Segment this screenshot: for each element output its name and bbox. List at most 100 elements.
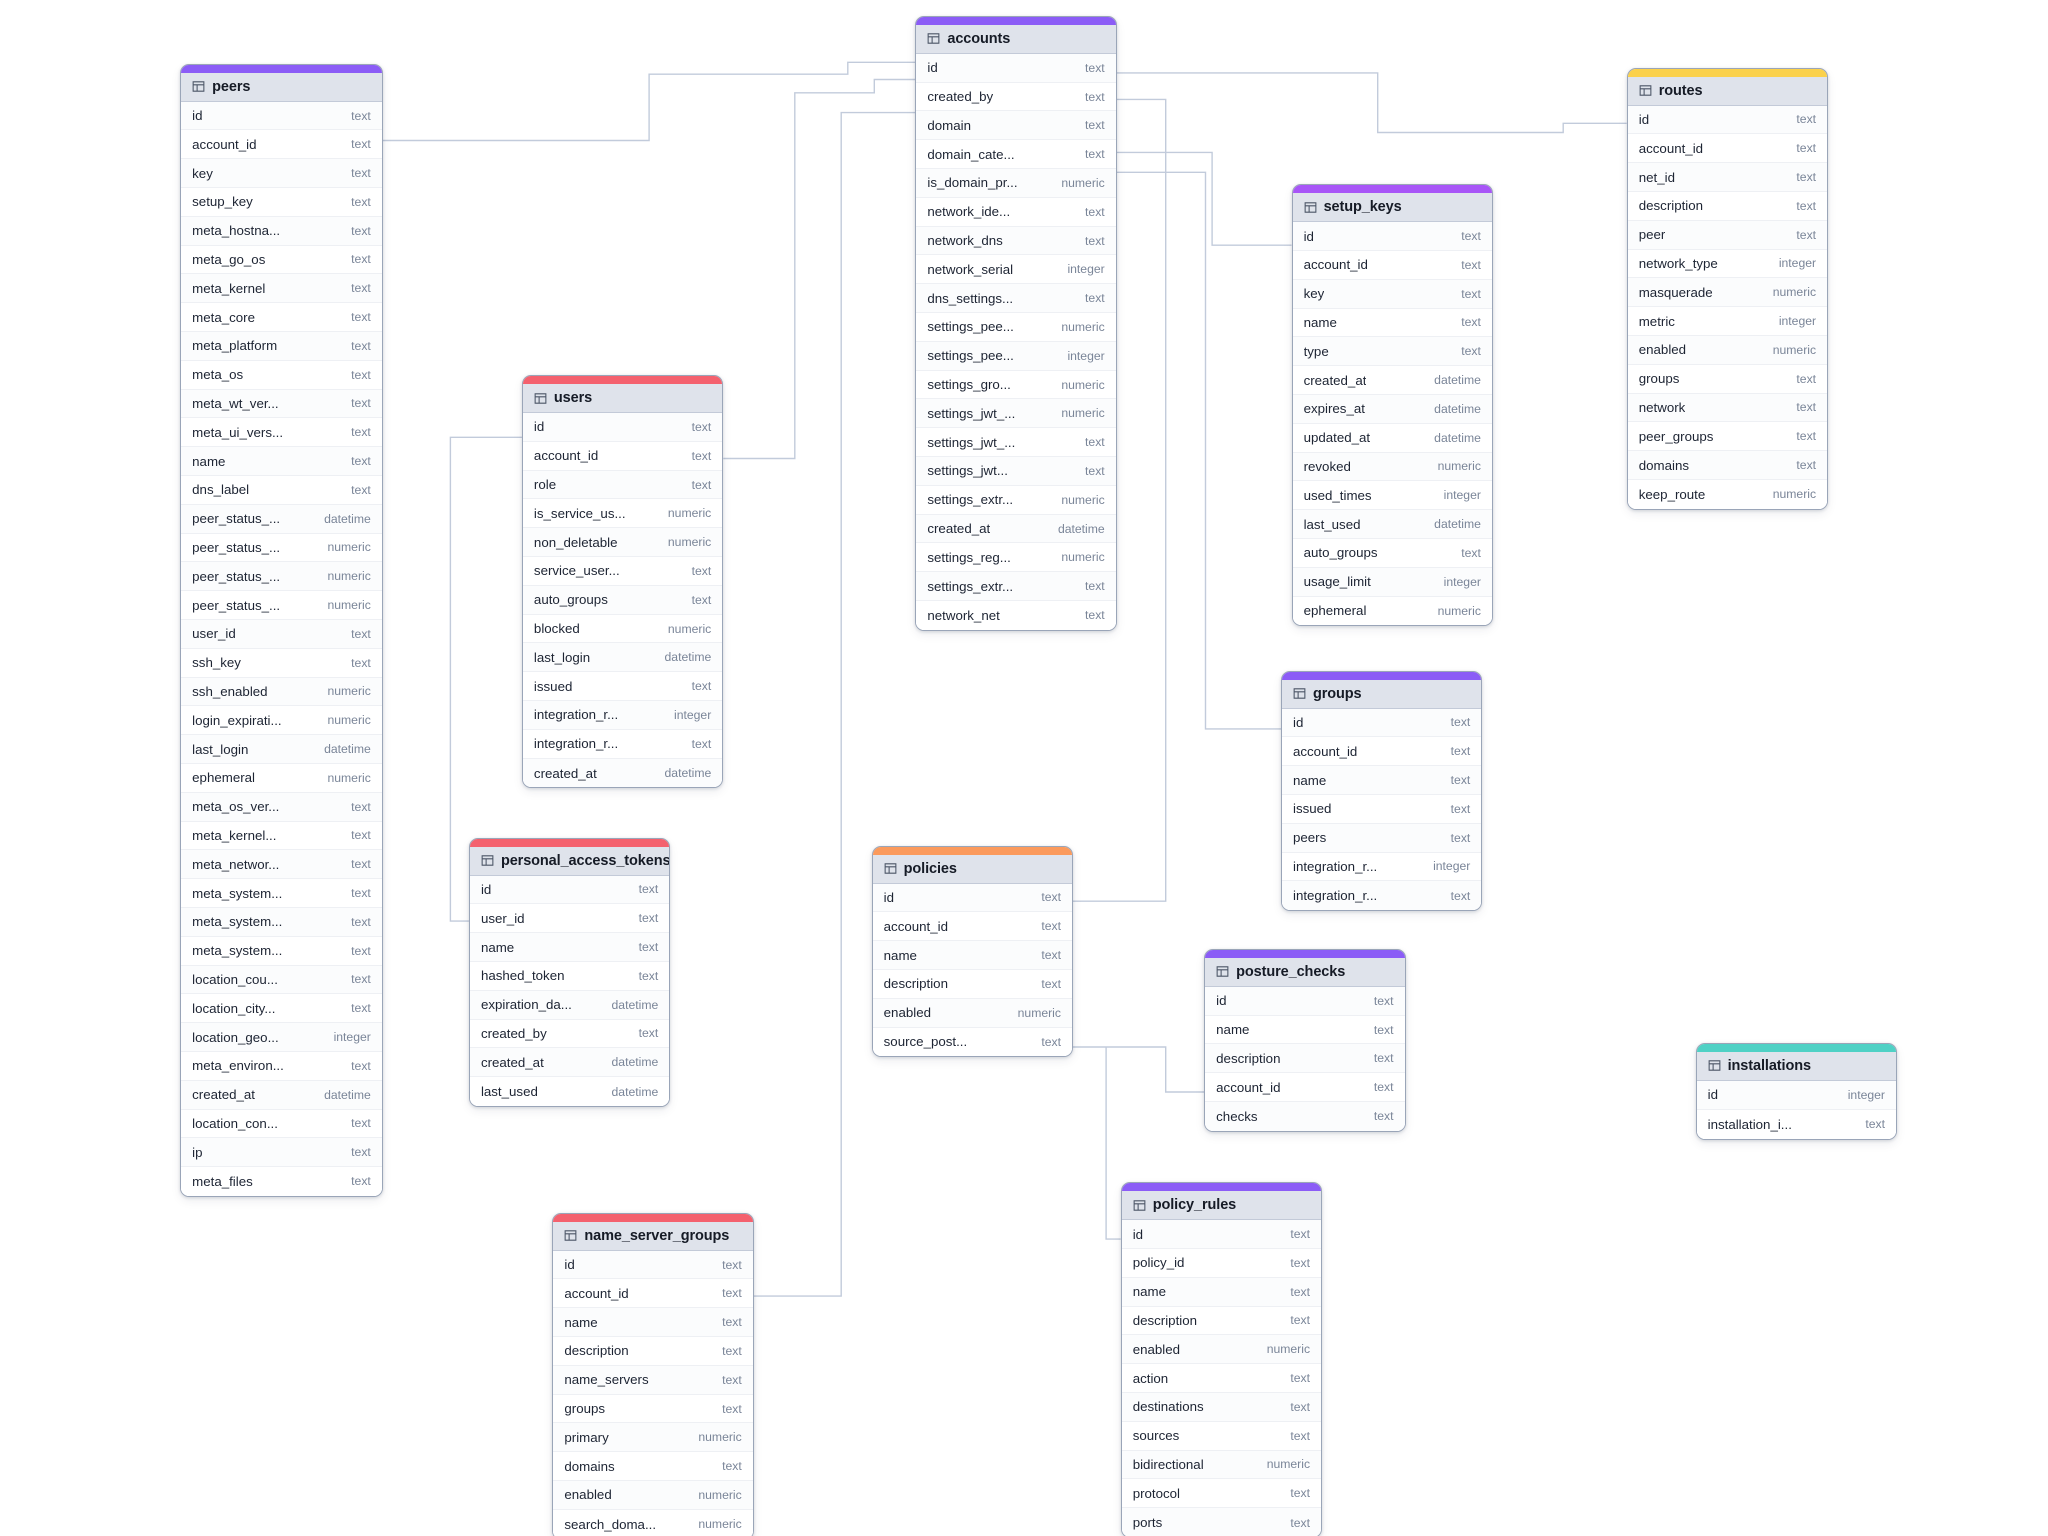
column-row[interactable]: settings_jwt...text: [916, 457, 1116, 486]
table-header-routes[interactable]: routes: [1627, 76, 1828, 106]
column-row[interactable]: settings_pee...integer: [916, 341, 1116, 371]
column-row[interactable]: integration_r...integer: [522, 701, 723, 730]
column-row[interactable]: service_user...text: [522, 557, 723, 586]
table-header-accounts[interactable]: accounts: [916, 24, 1116, 54]
column-row[interactable]: meta_environ...text: [181, 1051, 382, 1081]
column-row[interactable]: domain_cate...text: [916, 140, 1116, 170]
column-row[interactable]: network_ide...text: [916, 197, 1116, 227]
column-row[interactable]: search_doma...numeric: [553, 1509, 753, 1536]
column-row[interactable]: meta_wt_ver...text: [181, 389, 382, 419]
column-row[interactable]: settings_reg...numeric: [916, 543, 1116, 573]
column-row[interactable]: location_city...text: [181, 994, 382, 1024]
column-row[interactable]: peer_status_...datetime: [181, 504, 382, 534]
column-row[interactable]: dns_settings...text: [916, 284, 1116, 314]
column-row[interactable]: settings_jwt_...numeric: [916, 399, 1116, 429]
column-row[interactable]: meta_hostna...text: [181, 216, 382, 246]
column-row[interactable]: meta_system...text: [181, 936, 382, 966]
column-row[interactable]: peer_status_...numeric: [181, 591, 382, 620]
column-row[interactable]: settings_pee...numeric: [916, 313, 1116, 342]
column-row[interactable]: peer_status_...numeric: [181, 562, 382, 592]
column-row[interactable]: meta_system...text: [181, 879, 382, 908]
column-row[interactable]: source_post...text: [872, 1027, 1072, 1057]
column-row[interactable]: expiration_da...datetime: [469, 990, 670, 1020]
column-row[interactable]: meta_ui_vers...text: [181, 418, 382, 448]
table-header-name_server_groups[interactable]: name_server_groups: [553, 1221, 753, 1251]
column-row[interactable]: installation_i...text: [1696, 1109, 1896, 1139]
column-row[interactable]: integration_r...text: [1281, 881, 1482, 911]
column-row[interactable]: login_expirati...numeric: [181, 706, 382, 736]
column-row[interactable]: meta_os_ver...text: [181, 792, 382, 822]
column-row[interactable]: location_cou...text: [181, 965, 382, 995]
column-row[interactable]: integration_r...integer: [1281, 852, 1482, 882]
